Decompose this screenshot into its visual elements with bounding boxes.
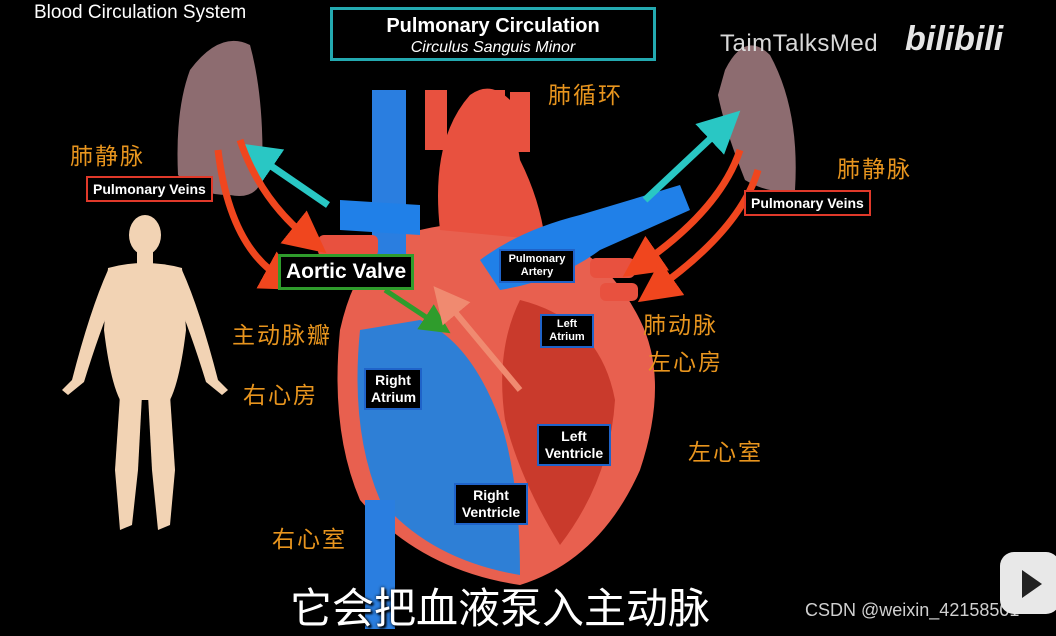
aorta-branch-2 xyxy=(485,90,505,150)
label-aortic-valve: Aortic Valve xyxy=(278,254,415,290)
left-ventricle-line1: Left xyxy=(561,428,587,444)
video-subtitle: 它会把血液泵入主动脉 xyxy=(289,584,710,633)
label-pulmonary-artery: Pulmonary Artery xyxy=(499,249,575,283)
label-pulmonary-veins-left: Pulmonary Veins xyxy=(86,176,213,202)
cyan-arrow-right xyxy=(642,110,741,203)
blood-circulation-title: Blood Circulation System xyxy=(34,2,247,23)
left-atrium-line1: Left xyxy=(556,318,578,330)
pulmonary-vein-stub-right-2 xyxy=(600,283,638,301)
green-arrow xyxy=(383,287,451,334)
right-ventricle-line1: Right xyxy=(473,487,509,503)
cn-right-atrium: 右心房 xyxy=(243,383,318,409)
aorta-branch-3 xyxy=(510,92,530,152)
aorta xyxy=(438,88,545,240)
title-main: Pulmonary Circulation xyxy=(386,15,600,37)
cn-left-atrium: 左心房 xyxy=(648,350,723,376)
right-atrium-line2: Atrium xyxy=(371,389,417,405)
red-arrow-right-2 xyxy=(637,168,762,303)
pulmonary-vein-stub-left xyxy=(318,235,378,257)
label-left-atrium: Left Atrium xyxy=(540,314,594,348)
right-ventricle-line2: Ventricle xyxy=(461,504,521,520)
label-left-ventricle: Left Ventricle xyxy=(537,424,611,466)
label-right-ventricle: Right Ventricle xyxy=(454,483,528,525)
left-heart xyxy=(502,300,615,545)
cn-pulmonary-circulation: 肺循环 xyxy=(548,83,623,109)
left-ventricle-line2: Ventricle xyxy=(544,445,604,461)
red-arrow-right-1 xyxy=(622,148,744,277)
label-pulmonary-veins-right: Pulmonary Veins xyxy=(744,190,871,216)
play-triangle-icon xyxy=(1022,570,1042,598)
red-arrow-left-2 xyxy=(214,149,304,291)
pulmonary-artery-left xyxy=(340,200,420,235)
red-arrow-left-1 xyxy=(236,138,327,254)
pulmonary-vein-stub-right-1 xyxy=(590,258,635,278)
cn-pulmonary-artery: 肺动脉 xyxy=(643,313,718,339)
human-figure xyxy=(62,215,228,530)
right-atrium-line1: Right xyxy=(375,372,411,388)
title-sub: Circulus Sanguis Minor xyxy=(410,39,576,56)
cn-left-ventricle: 左心室 xyxy=(688,440,763,466)
bilibili-logo: bilibili xyxy=(905,20,1004,58)
cyan-arrow-left xyxy=(237,143,330,208)
pulmonary-artery-line2: Artery xyxy=(520,266,554,278)
channel-watermark: TaimTalksMed xyxy=(720,30,879,57)
cn-pulmonary-veins-right: 肺静脉 xyxy=(837,157,912,183)
pulmonary-artery-line1: Pulmonary xyxy=(508,253,566,265)
csdn-watermark: CSDN @weixin_42158501 xyxy=(805,600,1020,620)
cn-pulmonary-veins-left: 肺静脉 xyxy=(70,144,145,170)
inferior-vena-cava xyxy=(365,500,395,629)
salmon-arrow xyxy=(433,286,523,392)
aorta-branch-1 xyxy=(425,90,447,150)
cn-aortic-valve: 主动脉瓣 xyxy=(232,323,332,349)
label-right-atrium: Right Atrium xyxy=(364,368,422,410)
left-atrium-line2: Atrium xyxy=(549,331,585,343)
play-button-icon[interactable] xyxy=(1000,552,1056,614)
cn-right-ventricle: 右心室 xyxy=(272,527,347,553)
pulmonary-circulation-title-box: Pulmonary Circulation Circulus Sanguis M… xyxy=(330,7,656,61)
